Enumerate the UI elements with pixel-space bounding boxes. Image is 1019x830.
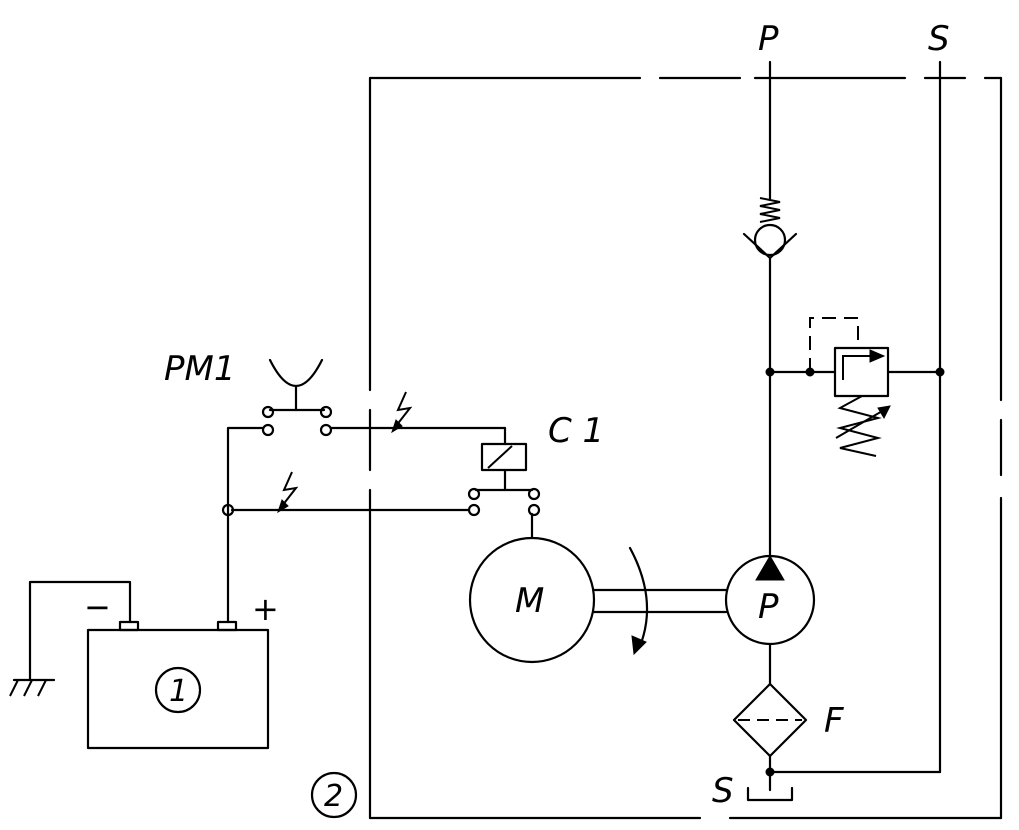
- suction-port-label: S: [928, 19, 950, 59]
- filter-label: F: [824, 701, 844, 741]
- drive-shaft: [592, 546, 728, 656]
- battery-minus-label: −: [84, 588, 111, 626]
- unit-enclosure: [368, 76, 1003, 820]
- battery-number: 1: [169, 674, 188, 709]
- pump-label: P: [758, 587, 779, 627]
- pressure-switch: PM1: [164, 349, 333, 437]
- control-wiring: [221, 391, 507, 624]
- hydraulic-pump: P: [724, 554, 816, 686]
- motor-label: M: [515, 581, 544, 621]
- pressure-port-label: P: [758, 19, 779, 59]
- battery-plus-label: +: [252, 590, 279, 628]
- unit-number-marker: 2: [310, 771, 358, 819]
- relief-pilot-junction: [805, 367, 815, 377]
- ground-connection: [9, 580, 132, 697]
- tank: S: [712, 771, 794, 811]
- filter-junction: [765, 767, 775, 777]
- unit-number: 2: [324, 779, 343, 814]
- relief-junction-left: [765, 367, 775, 377]
- filter: F: [732, 682, 844, 792]
- tank-label: S: [712, 771, 734, 811]
- contactor-label: C 1: [548, 411, 604, 451]
- pressure-switch-label: PM1: [164, 349, 235, 389]
- electric-motor: M: [468, 512, 596, 664]
- check-valve: [742, 197, 798, 260]
- battery: 1 − +: [84, 588, 279, 750]
- feed-junction: [221, 503, 235, 517]
- return-line: [768, 60, 942, 774]
- contactor: C 1: [467, 411, 604, 517]
- relief-valve: [765, 317, 945, 457]
